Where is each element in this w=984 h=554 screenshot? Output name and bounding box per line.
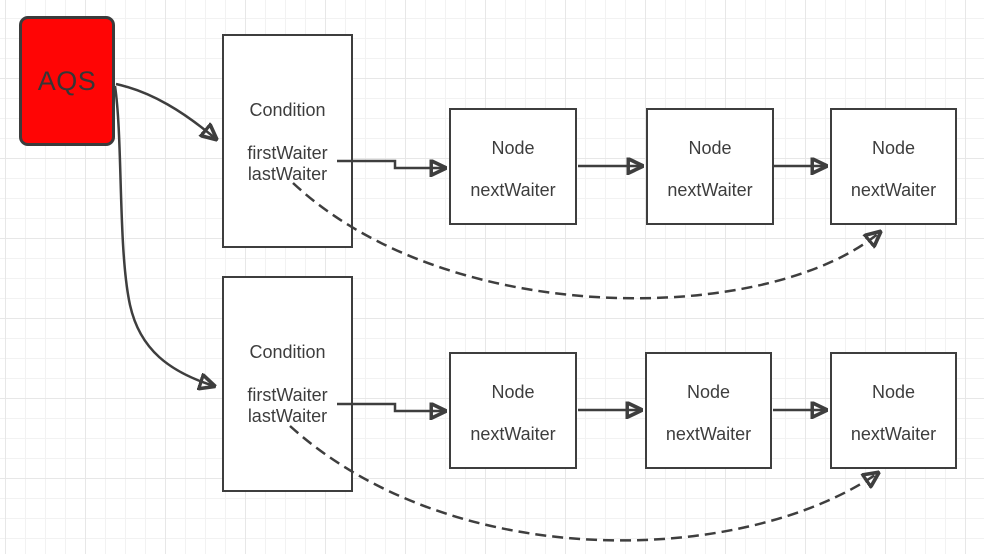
condition1-fields: firstWaiter lastWaiter [224, 143, 351, 185]
queue2-node3-title: Node [871, 382, 916, 402]
dashed-arrow-lastwaiter-to-node3-queue2[interactable] [289, 425, 878, 542]
queue1-node3-nextwaiter-label: nextWaiter [850, 180, 937, 200]
condition1-firstwaiter-label: firstWaiter [247, 143, 328, 163]
queue2-node2-box[interactable]: Node nextWaiter [645, 352, 772, 469]
queue1-node1-box[interactable]: Node nextWaiter [449, 108, 577, 225]
queue1-node1-title: Node [491, 138, 535, 158]
condition2-box[interactable]: Condition firstWaiter lastWaiter [222, 276, 353, 492]
queue1-node2-nextwaiter-label: nextWaiter [667, 180, 753, 200]
aqs-label: AQS [37, 65, 97, 96]
queue2-node2-title: Node [686, 382, 731, 402]
arrow-aqs-to-condition2[interactable] [113, 85, 214, 386]
queue1-node3-box[interactable]: Node nextWaiter [830, 108, 957, 225]
queue2-node3-nextwaiter-label: nextWaiter [850, 424, 937, 444]
queue1-node3-title: Node [871, 138, 916, 158]
queue1-node1-nextwaiter-label: nextWaiter [470, 180, 556, 200]
arrow-firstwaiter-to-node1-queue2[interactable] [337, 404, 445, 411]
condition1-box[interactable]: Condition firstWaiter lastWaiter [222, 34, 353, 248]
arrow-firstwaiter-to-node1-queue1[interactable] [337, 161, 445, 168]
queue2-node3-box[interactable]: Node nextWaiter [830, 352, 957, 469]
queue2-node1-box[interactable]: Node nextWaiter [449, 352, 577, 469]
arrow-aqs-to-condition1[interactable] [115, 82, 216, 139]
queue1-node2-title: Node [688, 138, 732, 158]
condition1-lastwaiter-label: lastWaiter [247, 164, 328, 184]
condition2-fields: firstWaiter lastWaiter [224, 385, 351, 427]
queue1-node2-box[interactable]: Node nextWaiter [646, 108, 774, 225]
condition1-title: Condition [249, 100, 326, 120]
condition2-lastwaiter-label: lastWaiter [247, 406, 328, 426]
queue2-node1-nextwaiter-label: nextWaiter [470, 424, 556, 444]
aqs-box[interactable]: AQS [19, 16, 115, 146]
dashed-arrow-lastwaiter-to-node3-queue1[interactable] [292, 182, 880, 300]
condition2-title: Condition [249, 342, 326, 362]
condition2-firstwaiter-label: firstWaiter [247, 385, 328, 405]
queue2-node2-nextwaiter-label: nextWaiter [665, 424, 752, 444]
queue2-node1-title: Node [491, 382, 535, 402]
